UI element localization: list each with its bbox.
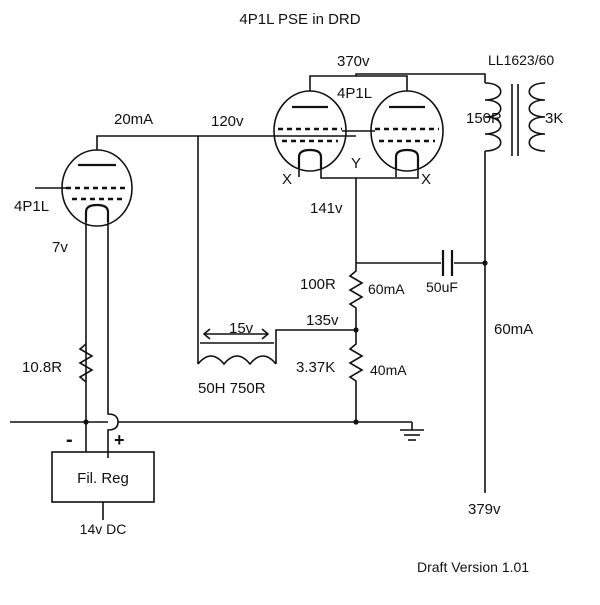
label-primary-r: 150R [466,110,502,127]
label-fil-voltage: 7v [52,239,68,256]
label-heater-y: Y [351,155,361,172]
label-driver-tube: 4P1L [14,198,49,215]
resistor-100r-symbol [348,263,364,330]
label-cap-value: 50uF [426,279,458,295]
label-plus: + [114,430,125,450]
cathode-bus-wire [320,168,419,179]
cap-junction-dot [482,260,488,266]
label-anode-voltage: 120v [211,113,244,130]
label-secondary-z: 3K [545,110,563,127]
diagram-title: 4P1L PSE in DRD [239,11,360,28]
label-b-plus: 370v [337,53,370,70]
plate-bus-wire [309,75,408,91]
label-dc-in: 14v DC [80,521,127,537]
label-fil-reg: Fil. Reg [77,470,129,487]
label-supply-current: 60mA [494,321,533,338]
resistor-337k-symbol [348,330,364,422]
label-heater-x-left: X [282,171,292,188]
ground-junction-dot [353,419,359,425]
label-cathode-voltage: 141v [310,200,343,217]
label-choke-voltage: 15v [229,320,254,337]
label-minus: - [66,429,73,451]
label-choke: 50H 750R [198,380,266,397]
label-transformer: LL1623/60 [488,52,554,68]
capacitor-50uf-symbol [441,250,454,276]
resistor-108r-symbol [78,343,94,383]
label-r100: 100R [300,276,336,293]
label-r100-current: 60mA [368,281,405,297]
ground-icon [400,422,424,441]
label-supply-voltage: 379v [468,501,501,518]
label-heater-x-right: X [421,171,431,188]
choke-right-wire [275,329,356,364]
label-r-fil: 10.8R [22,359,62,376]
choke-50h-symbol [197,342,277,366]
driver-plate-wire [96,135,356,150]
label-tube-pair: 4P1L [337,85,372,102]
output-transformer-symbol [484,82,546,156]
output-tube-b-symbol [370,90,444,172]
label-anode-current: 20mA [114,111,153,128]
label-r337-current: 40mA [370,362,407,378]
driver-tube-symbol [61,149,133,227]
filament-wire-right [107,222,119,458]
output-tube-a-symbol [273,90,347,172]
label-node-135: 135v [306,312,339,329]
label-r337: 3.37K [296,359,335,376]
choke-voltage-arrow [202,328,270,340]
version-label: Draft Version 1.01 [417,559,529,575]
b-plus-wire [355,73,486,83]
